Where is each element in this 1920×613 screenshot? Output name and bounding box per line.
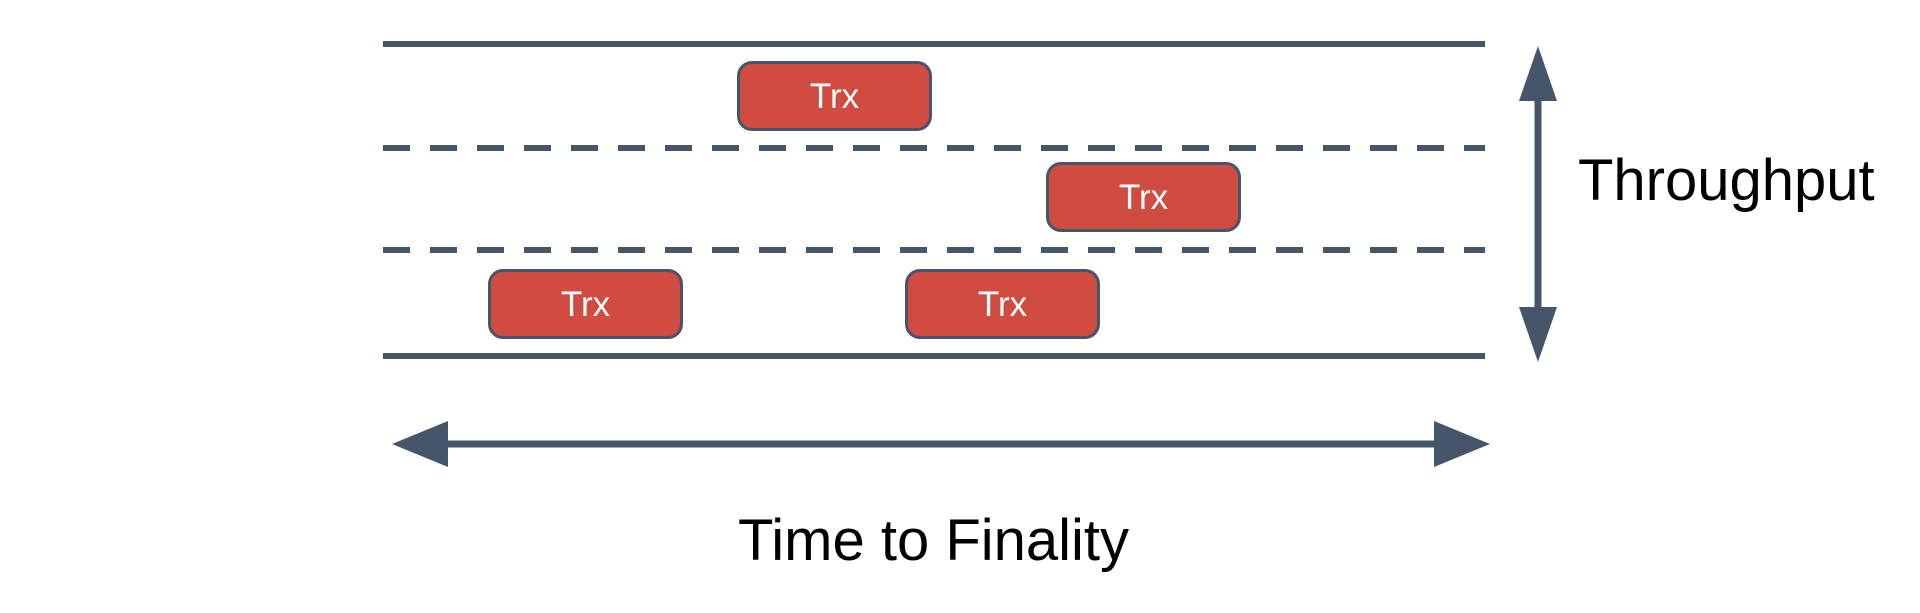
throughput-label: Throughput bbox=[1578, 148, 1875, 213]
trx-box-label: Trx bbox=[977, 284, 1028, 324]
trx-box: Trx bbox=[1046, 162, 1241, 232]
throughput-arrow-up-head-icon bbox=[1519, 46, 1557, 101]
time-to-finality-arrow bbox=[392, 421, 1490, 467]
time-to-finality-arrow-left-head-icon bbox=[392, 421, 448, 467]
throughput-arrow bbox=[1519, 46, 1557, 362]
trx-box-label: Trx bbox=[809, 76, 860, 116]
time-to-finality-arrow-right-head-icon bbox=[1434, 421, 1490, 467]
trx-box: Trx bbox=[737, 61, 932, 131]
trx-box-label: Trx bbox=[560, 284, 611, 324]
trx-box: Trx bbox=[488, 269, 683, 339]
trx-box: Trx bbox=[905, 269, 1100, 339]
time-to-finality-label: Time to Finality bbox=[738, 508, 1130, 573]
throughput-arrow-down-head-icon bbox=[1519, 307, 1557, 362]
trx-box-label: Trx bbox=[1118, 177, 1169, 217]
